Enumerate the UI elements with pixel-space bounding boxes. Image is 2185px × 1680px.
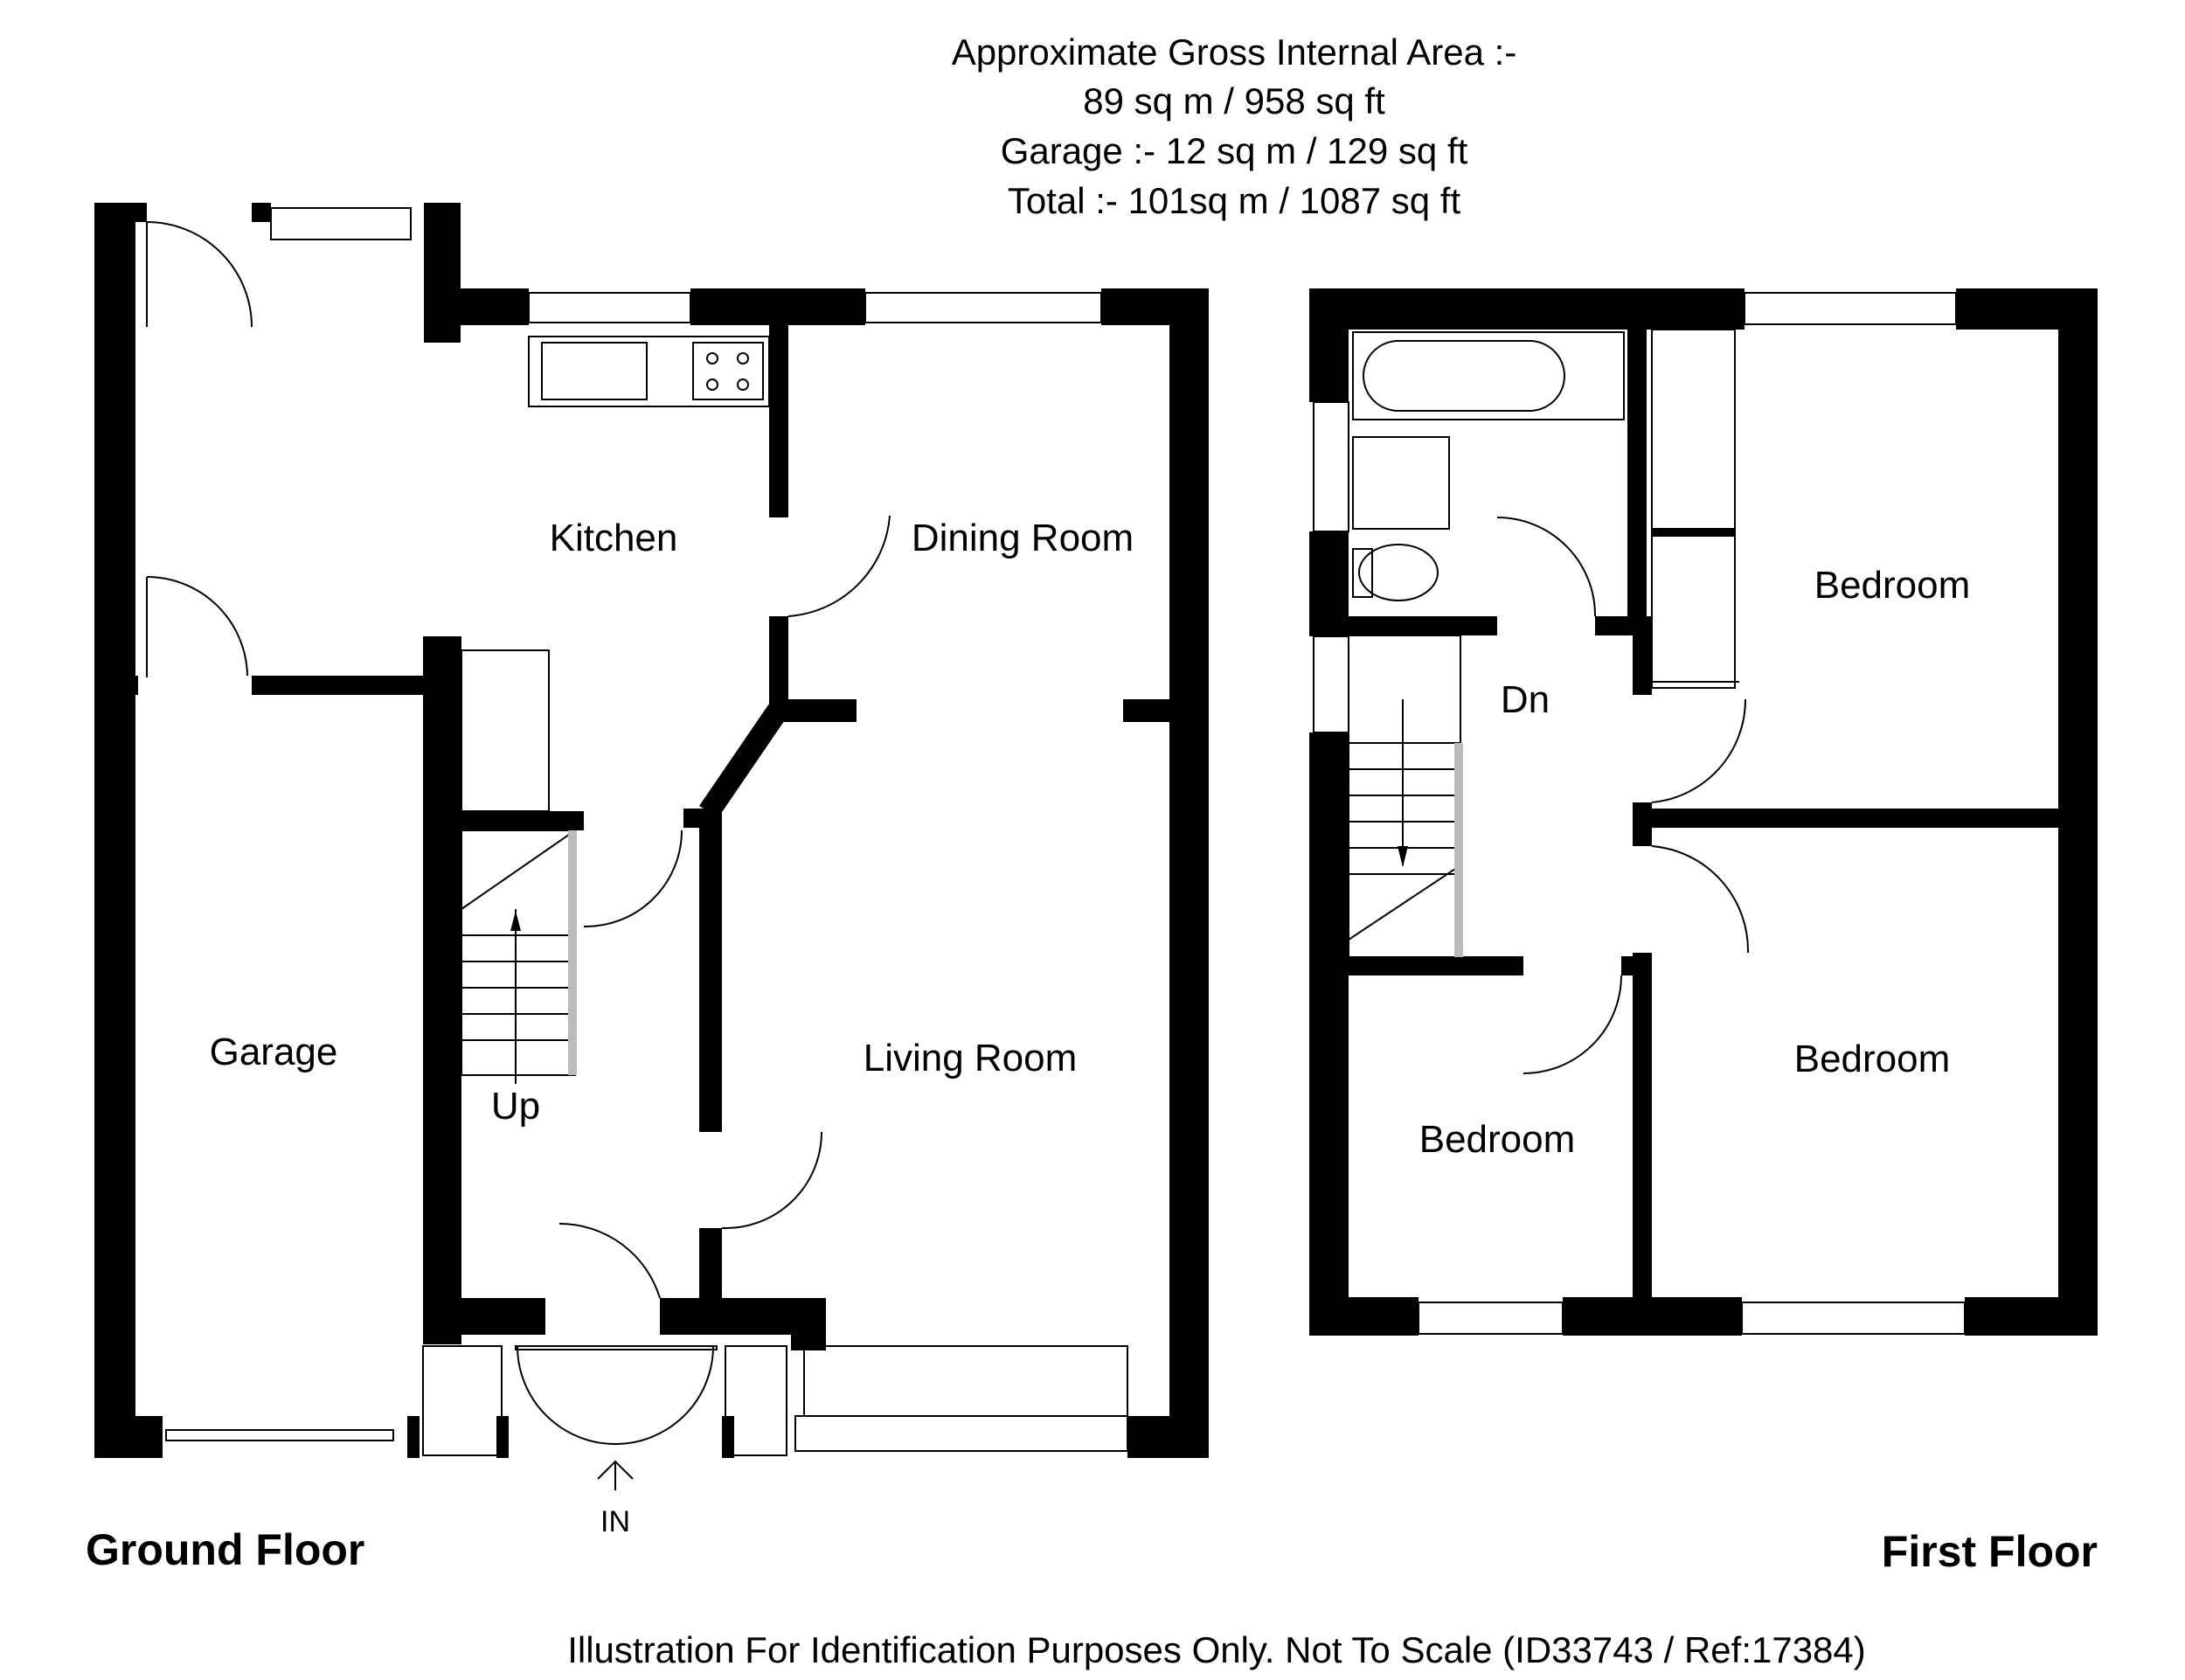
wall (1349, 956, 1523, 975)
window (1313, 635, 1349, 733)
porch-window (725, 1345, 787, 1456)
wall (769, 325, 788, 517)
area-line-2: 89 sq m / 958 sq ft (1083, 80, 1385, 121)
kitchen-fittings (528, 336, 770, 407)
bath-fittings (1352, 331, 1625, 601)
stairs-ground (461, 830, 577, 1084)
wall (699, 704, 788, 817)
door (558, 1222, 661, 1299)
door (1651, 845, 1750, 954)
wall (1652, 528, 1735, 537)
bay-line (803, 1345, 1128, 1417)
room-label-kitchen: Kitchen (550, 517, 678, 559)
garage-door (165, 1429, 394, 1441)
wall (252, 676, 423, 695)
wall (423, 1298, 545, 1335)
window (270, 207, 412, 240)
wall (94, 203, 147, 222)
wall (424, 288, 529, 325)
cupboard (461, 649, 550, 812)
wall (1621, 956, 1652, 975)
window (1744, 292, 1957, 325)
wall (1652, 809, 2058, 828)
wall (1965, 1297, 2098, 1336)
stairs-down-label: Dn (1501, 678, 1550, 721)
wall (496, 1416, 509, 1458)
door (583, 830, 683, 928)
wall (1633, 616, 1652, 695)
wall (461, 811, 584, 830)
wall (94, 1416, 163, 1458)
wall (1309, 288, 1745, 330)
area-summary: Approximate Gross Internal Area :- 89 sq… (952, 31, 1517, 221)
wall (791, 1298, 826, 1350)
window (794, 1415, 1128, 1452)
wall (1309, 732, 1349, 1336)
wall (1563, 1297, 1742, 1336)
wall (94, 203, 135, 1458)
wall (690, 288, 865, 325)
wall (252, 203, 271, 222)
area-line-4: Total :- 101sq m / 1087 sq ft (1008, 180, 1461, 221)
room-label-bedroom-top: Bedroom (1814, 564, 1971, 607)
wall (1627, 330, 1647, 618)
ground-floor-plan: Kitchen Dining Room Living Room Garage U… (86, 203, 1209, 1574)
window (1741, 1302, 1966, 1335)
entrance-label: IN (600, 1505, 630, 1538)
door (614, 1345, 714, 1445)
wall (1123, 699, 1169, 722)
wall (94, 676, 138, 695)
window (528, 292, 691, 323)
entrance-arrow-icon (597, 1460, 634, 1490)
door (1496, 517, 1597, 617)
area-line-3: Garage :- 12 sq m / 129 sq ft (1001, 130, 1468, 171)
wardrobe (1651, 329, 1736, 689)
window (864, 292, 1102, 323)
wall (1309, 1297, 1419, 1336)
wall (1633, 802, 1652, 846)
wall (683, 809, 722, 828)
wall (722, 1416, 734, 1458)
room-label-bedroom-right: Bedroom (1794, 1038, 1951, 1080)
door (1523, 975, 1622, 1074)
footer-disclaimer: Illustration For Identification Purposes… (567, 1629, 1866, 1670)
stairs-first (1348, 635, 1463, 958)
wall (2058, 288, 2098, 1336)
wall (1349, 616, 1497, 635)
window (1418, 1302, 1564, 1335)
stairs-up-label: Up (491, 1085, 540, 1128)
wall (423, 636, 461, 1344)
wall (1633, 953, 1652, 1336)
area-line-1: Approximate Gross Internal Area :- (952, 31, 1517, 73)
wall (699, 809, 722, 1132)
door (721, 1131, 822, 1230)
wall (407, 1416, 420, 1458)
door (146, 576, 248, 677)
door (517, 1345, 616, 1445)
door (787, 515, 891, 617)
wall (769, 616, 788, 704)
window (1313, 401, 1349, 532)
porch-window (422, 1345, 503, 1456)
room-label-living: Living Room (864, 1037, 1078, 1080)
first-floor-plan: Bedroom Bedroom Bedroom Dn First Floor (1309, 288, 2098, 1576)
door (1651, 698, 1747, 803)
first-floor-title: First Floor (1882, 1527, 2098, 1576)
wall (1309, 288, 1349, 402)
porch-line (515, 1345, 718, 1350)
ground-floor-title: Ground Floor (86, 1525, 364, 1574)
wall (1169, 288, 1209, 1458)
room-label-garage: Garage (210, 1031, 338, 1073)
room-label-bedroom-left: Bedroom (1419, 1118, 1576, 1161)
door (146, 221, 253, 328)
wall (1127, 1416, 1209, 1458)
room-label-dining: Dining Room (912, 517, 1134, 559)
wall (1309, 531, 1349, 636)
